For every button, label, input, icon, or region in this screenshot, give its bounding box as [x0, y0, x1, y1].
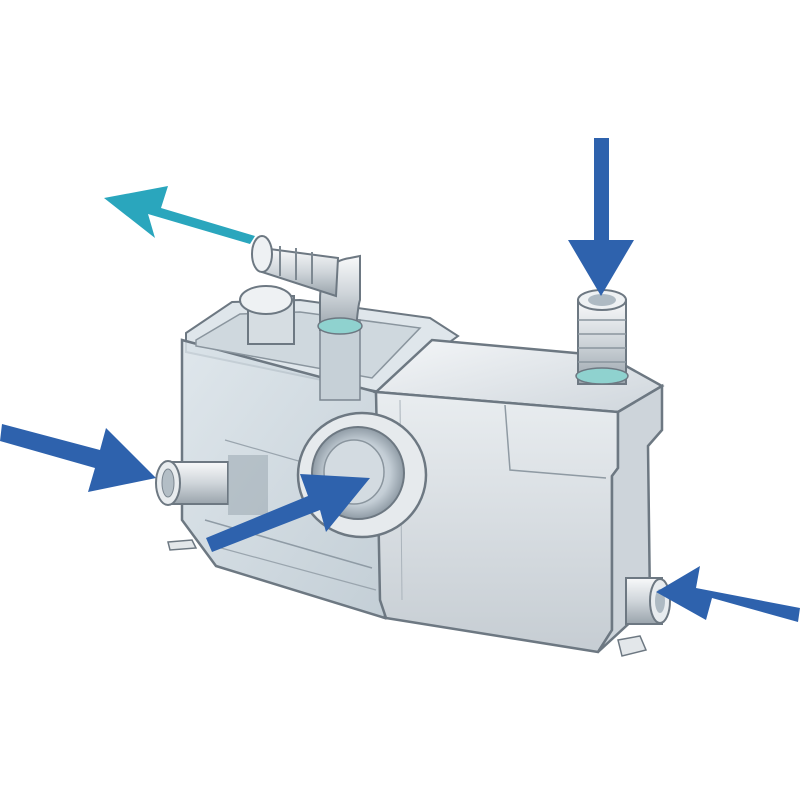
vertical-inlet-port	[575, 289, 629, 385]
arrow-up-right-icon	[206, 474, 370, 552]
left-side-inlet-arrow	[0, 424, 156, 492]
outlet-arrow	[104, 186, 255, 244]
arrow-outlet-icon	[104, 186, 255, 244]
outlet-elbow-pipe	[251, 235, 363, 335]
left-side-inlet-port	[155, 455, 268, 515]
pump-housing	[155, 235, 671, 657]
arrow-right-icon	[0, 424, 156, 492]
vent-cap	[239, 285, 295, 345]
right-side-inlet-arrow	[656, 566, 800, 622]
arrow-down-icon	[568, 138, 634, 296]
arrow-left-icon	[656, 566, 800, 622]
vertical-inlet-arrow	[568, 138, 634, 296]
front-large-inlet-arrow	[206, 474, 370, 552]
right-side-inlet-port	[625, 577, 671, 625]
